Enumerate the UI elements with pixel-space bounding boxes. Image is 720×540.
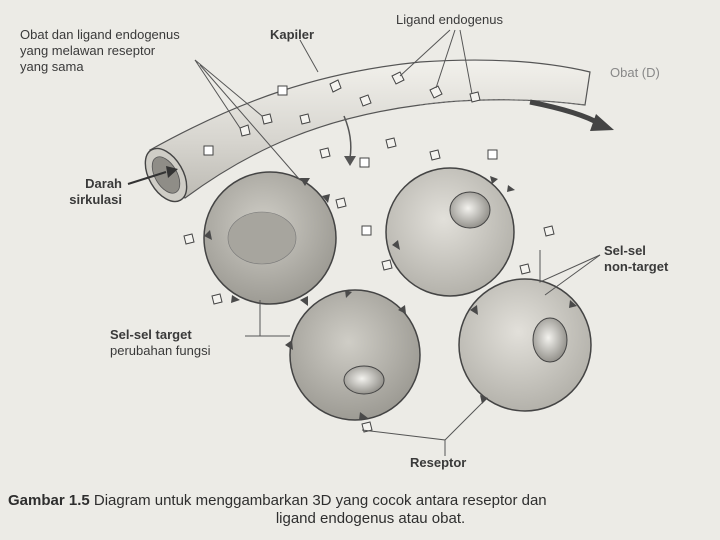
blood-label-1: Darah (52, 176, 122, 191)
caption-text-2: ligand endogenus atau obat. (8, 510, 713, 528)
blood-label-2: sirkulasi (52, 192, 122, 207)
caption-text-1: Diagram untuk menggambarkan 3D yang coco… (94, 492, 547, 509)
capillary-tube (137, 60, 590, 208)
target-label-2: perubahan fungsi (110, 343, 210, 358)
target-label-1: Sel-sel target (110, 327, 192, 342)
figure-caption: Gambar 1.5 Diagram untuk menggambarkan 3… (8, 492, 713, 528)
drug-label: Obat (D) (610, 65, 660, 80)
receptor-label: Reseptor (410, 455, 466, 470)
caption-number: Gambar 1.5 (8, 492, 90, 509)
nontarget-label-2: non-target (604, 259, 668, 274)
diffusion-arrow (344, 116, 356, 166)
nontarget-cell-2 (459, 279, 591, 411)
flow-exit-arrow (530, 102, 614, 131)
endogenous-ligand-label: Ligand endogenus (396, 12, 503, 27)
competing-label-2: yang melawan reseptor (20, 43, 155, 58)
competing-label-3: yang sama (20, 59, 84, 74)
competing-label-1: Obat dan ligand endogenus (20, 27, 180, 42)
nontarget-cell-1 (386, 168, 514, 296)
capillary-label: Kapiler (270, 27, 314, 42)
target-cell-1 (204, 172, 336, 304)
nontarget-label-1: Sel-sel (604, 243, 646, 258)
